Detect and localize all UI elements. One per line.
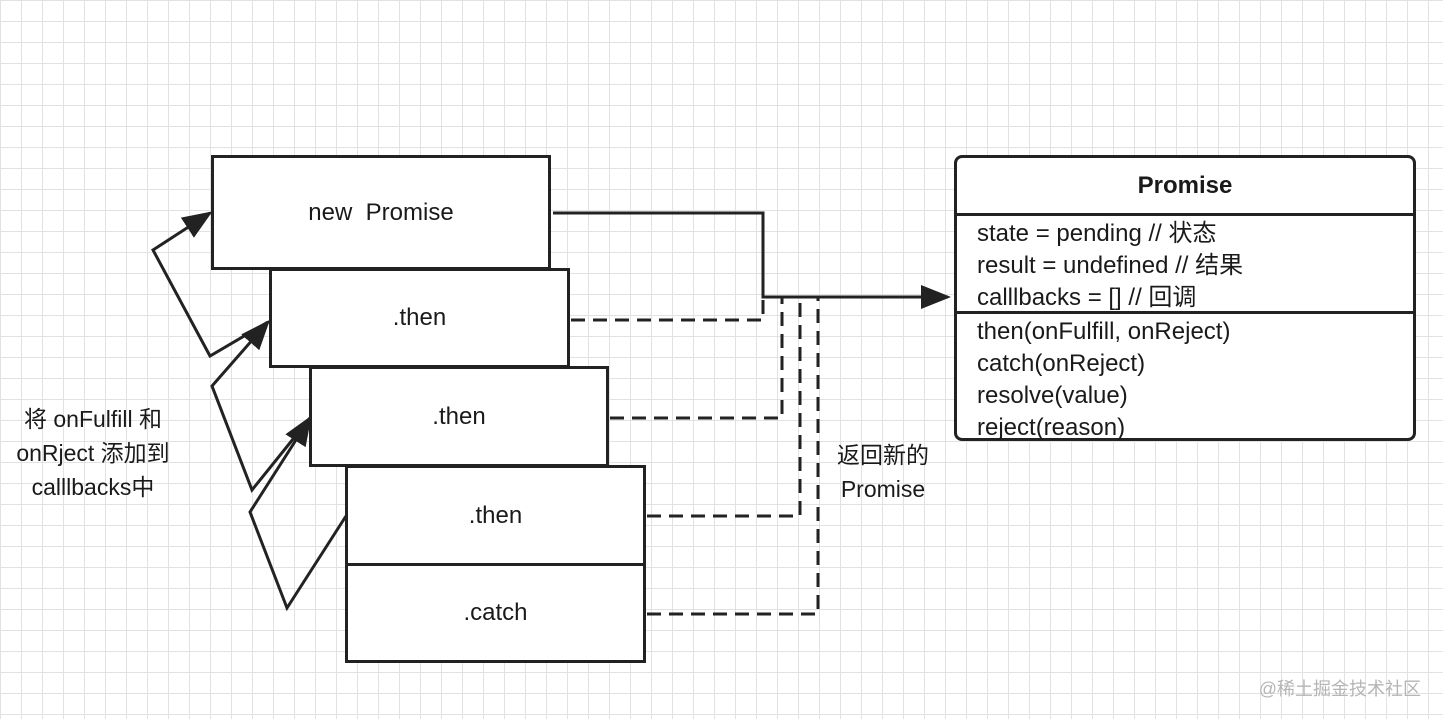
method-catch: catch(onReject): [977, 350, 1146, 377]
callbacks-annotation-line-2: onRject 添加到: [16, 440, 170, 466]
then-box-3: .then: [345, 465, 646, 566]
catch-return-connector: [647, 297, 820, 616]
new-promise-label: new Promise: [308, 198, 454, 226]
method-then: then(onFulfill, onReject): [977, 318, 1231, 345]
promise-class-title: Promise: [957, 158, 1413, 216]
callbacks-annotation-line-1: 将 onFulfill 和: [23, 406, 163, 432]
then-label-3: .then: [468, 501, 523, 529]
return-annotation-line-1: 返回新的: [837, 442, 929, 468]
then-box-1: .then: [269, 268, 570, 368]
return-annotation: 返回新的 Promise: [826, 438, 940, 506]
new-promise-connector: [553, 211, 951, 309]
callbacks-annotation-line-3: calllbacks中: [31, 474, 155, 500]
chain-arrow-2: [210, 319, 312, 493]
promise-class-attributes: state = pending // 状态 result = undefined…: [957, 216, 1413, 314]
then-3-return-connector: [647, 297, 802, 518]
new-promise-box: new Promise: [211, 155, 551, 270]
promise-class-box: Promise state = pending // 状态 result = u…: [954, 155, 1416, 441]
watermark: @稀土掘金技术社区: [1258, 679, 1421, 699]
then-1-return-connector: [571, 297, 765, 322]
attribute-state: state = pending // 状态: [977, 220, 1217, 247]
attribute-callbacks: calllbacks = [] // 回调: [977, 284, 1197, 311]
catch-label: .catch: [463, 599, 528, 626]
then-2-return-connector: [610, 297, 784, 420]
promise-class-methods: then(onFulfill, onReject) catch(onReject…: [957, 314, 1413, 444]
method-resolve: resolve(value): [977, 382, 1128, 409]
return-annotation-line-2: Promise: [840, 476, 926, 502]
attribute-result: result = undefined // 结果: [977, 252, 1244, 279]
catch-box: .catch: [345, 563, 646, 663]
chain-arrow-3: [248, 415, 348, 612]
then-label-2: .then: [432, 402, 486, 430]
method-reject: reject(reason): [977, 414, 1126, 441]
callbacks-annotation: 将 onFulfill 和 onRject 添加到 calllbacks中: [0, 402, 186, 504]
then-box-2: .then: [309, 366, 609, 467]
chain-arrow-1: [151, 211, 269, 359]
then-label-1: .then: [392, 304, 447, 331]
